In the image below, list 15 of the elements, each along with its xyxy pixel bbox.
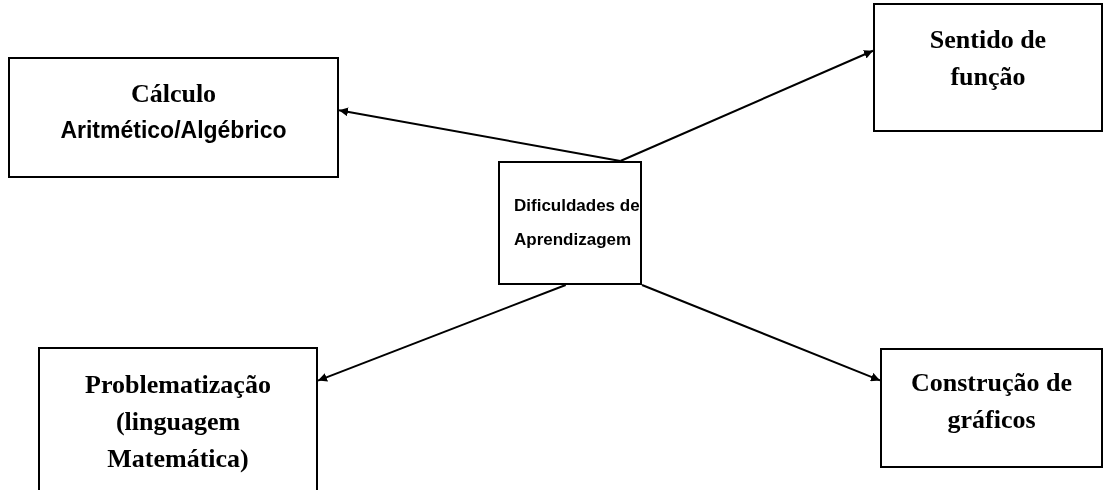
node-label: Aritmético/Algébrico	[59, 115, 288, 145]
arrow	[317, 284, 567, 382]
node-label: Sentido de função	[928, 23, 1048, 93]
arrow	[619, 49, 874, 162]
node-label: Problematização (linguagem Matemática)	[84, 368, 272, 475]
node-label: Dificuldades de Aprendizagem	[514, 195, 641, 251]
arrow	[641, 284, 881, 382]
node-label: Cálculo	[129, 77, 218, 110]
text-box	[38, 347, 318, 490]
text-box	[8, 57, 339, 178]
arrow	[338, 107, 622, 162]
text-box	[880, 348, 1103, 468]
text-box	[873, 3, 1103, 132]
text-box	[498, 161, 642, 285]
node-label: Construção de gráficos	[909, 367, 1074, 436]
